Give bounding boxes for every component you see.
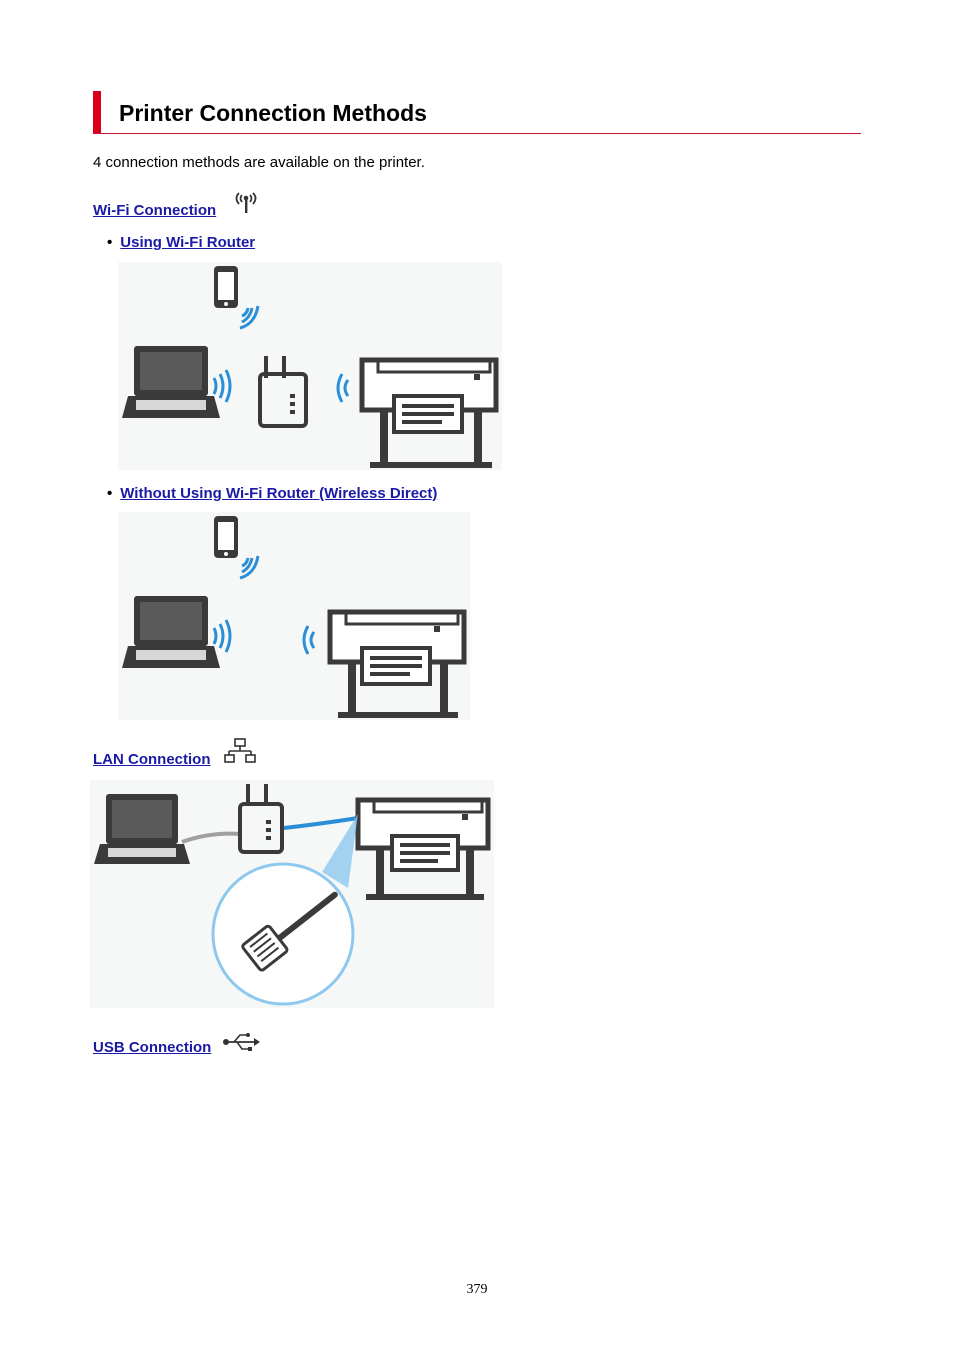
router-icon — [238, 784, 284, 854]
lan-diagram — [90, 780, 494, 1008]
printer-icon — [359, 357, 499, 468]
lan-connection-link[interactable]: LAN Connection — [93, 751, 211, 768]
network-icon — [224, 738, 256, 763]
using-wifi-router-link[interactable]: Using Wi-Fi Router — [120, 234, 256, 251]
list-item: •Using Wi-Fi Router — [107, 234, 256, 251]
wifi-antenna-icon — [235, 192, 257, 213]
wireless-waves-icon — [212, 369, 232, 403]
page-title: Printer Connection Methods — [119, 100, 427, 126]
intro-text: 4 connection methods are available on th… — [93, 154, 425, 171]
wifi-connection-link[interactable]: Wi-Fi Connection — [93, 202, 217, 219]
ethernet-cable — [181, 831, 241, 844]
page-header: Printer Connection Methods — [93, 91, 861, 134]
wireless-waves-icon — [239, 305, 260, 330]
wireless-waves-icon — [336, 373, 350, 403]
laptop-icon — [122, 596, 220, 668]
laptop-icon — [94, 794, 190, 864]
printer-icon — [355, 797, 491, 900]
smartphone-icon — [214, 266, 238, 308]
wireless-waves-icon — [239, 555, 260, 580]
wireless-waves-icon — [212, 619, 232, 653]
ethernet-cable — [283, 816, 359, 830]
laptop-icon — [122, 346, 220, 418]
title-accent-bar — [93, 91, 101, 133]
smartphone-icon — [214, 516, 238, 558]
zoom-callout — [322, 814, 358, 888]
printer-icon — [327, 609, 467, 718]
wireless-waves-icon — [302, 625, 316, 655]
wireless-direct-diagram — [118, 512, 470, 720]
router-icon — [258, 356, 308, 428]
list-item: •Without Using Wi-Fi Router (Wireless Di… — [107, 485, 438, 502]
usb-icon — [223, 1033, 260, 1051]
usb-connection-link[interactable]: USB Connection — [93, 1039, 212, 1056]
ethernet-plug-icon — [241, 891, 338, 972]
wireless-direct-link[interactable]: Without Using Wi-Fi Router (Wireless Dir… — [120, 485, 438, 502]
wifi-router-diagram — [118, 262, 502, 470]
page-number: 379 — [466, 1282, 488, 1297]
